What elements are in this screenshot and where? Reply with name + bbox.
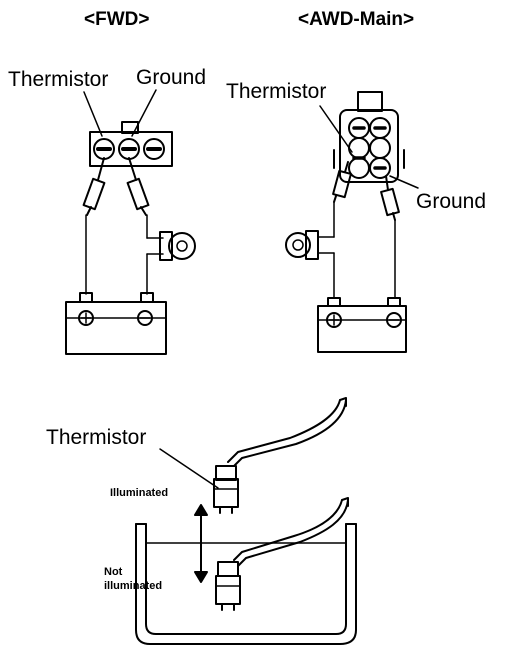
fwd-ground-label: Ground xyxy=(136,66,207,89)
fwd-connector xyxy=(90,122,172,166)
fwd-test-probes xyxy=(84,158,149,215)
thermistor-leader-line xyxy=(160,449,218,488)
fwd-test-lamp xyxy=(160,232,195,260)
awd-ground-label: Ground xyxy=(416,190,487,213)
not-illuminated-label-line1: Not xyxy=(104,566,123,578)
water-level-arrow xyxy=(195,505,207,582)
awd-wires xyxy=(318,202,395,298)
illuminated-label: Illuminated xyxy=(110,487,169,499)
fwd-leader-lines xyxy=(84,90,156,136)
fwd-thermistor-label: Thermistor xyxy=(8,68,109,91)
awd-leader-lines xyxy=(320,106,418,188)
fwd-header: <FWD> xyxy=(84,9,150,30)
awd-thermistor-label: Thermistor xyxy=(226,80,327,103)
fwd-wires xyxy=(86,215,163,294)
awd-test-lamp xyxy=(286,231,318,259)
awd-connector xyxy=(334,92,404,182)
awd-header: <AWD-Main> xyxy=(298,9,415,30)
awd-battery xyxy=(318,298,406,352)
water-container xyxy=(136,524,356,644)
upper-sensor xyxy=(214,398,346,513)
fwd-battery xyxy=(66,293,166,354)
lower-sensor xyxy=(216,498,348,610)
not-illuminated-label-line2: illuminated xyxy=(104,580,163,592)
awd-test-probes xyxy=(333,162,399,220)
test-thermistor-label: Thermistor xyxy=(46,426,147,449)
